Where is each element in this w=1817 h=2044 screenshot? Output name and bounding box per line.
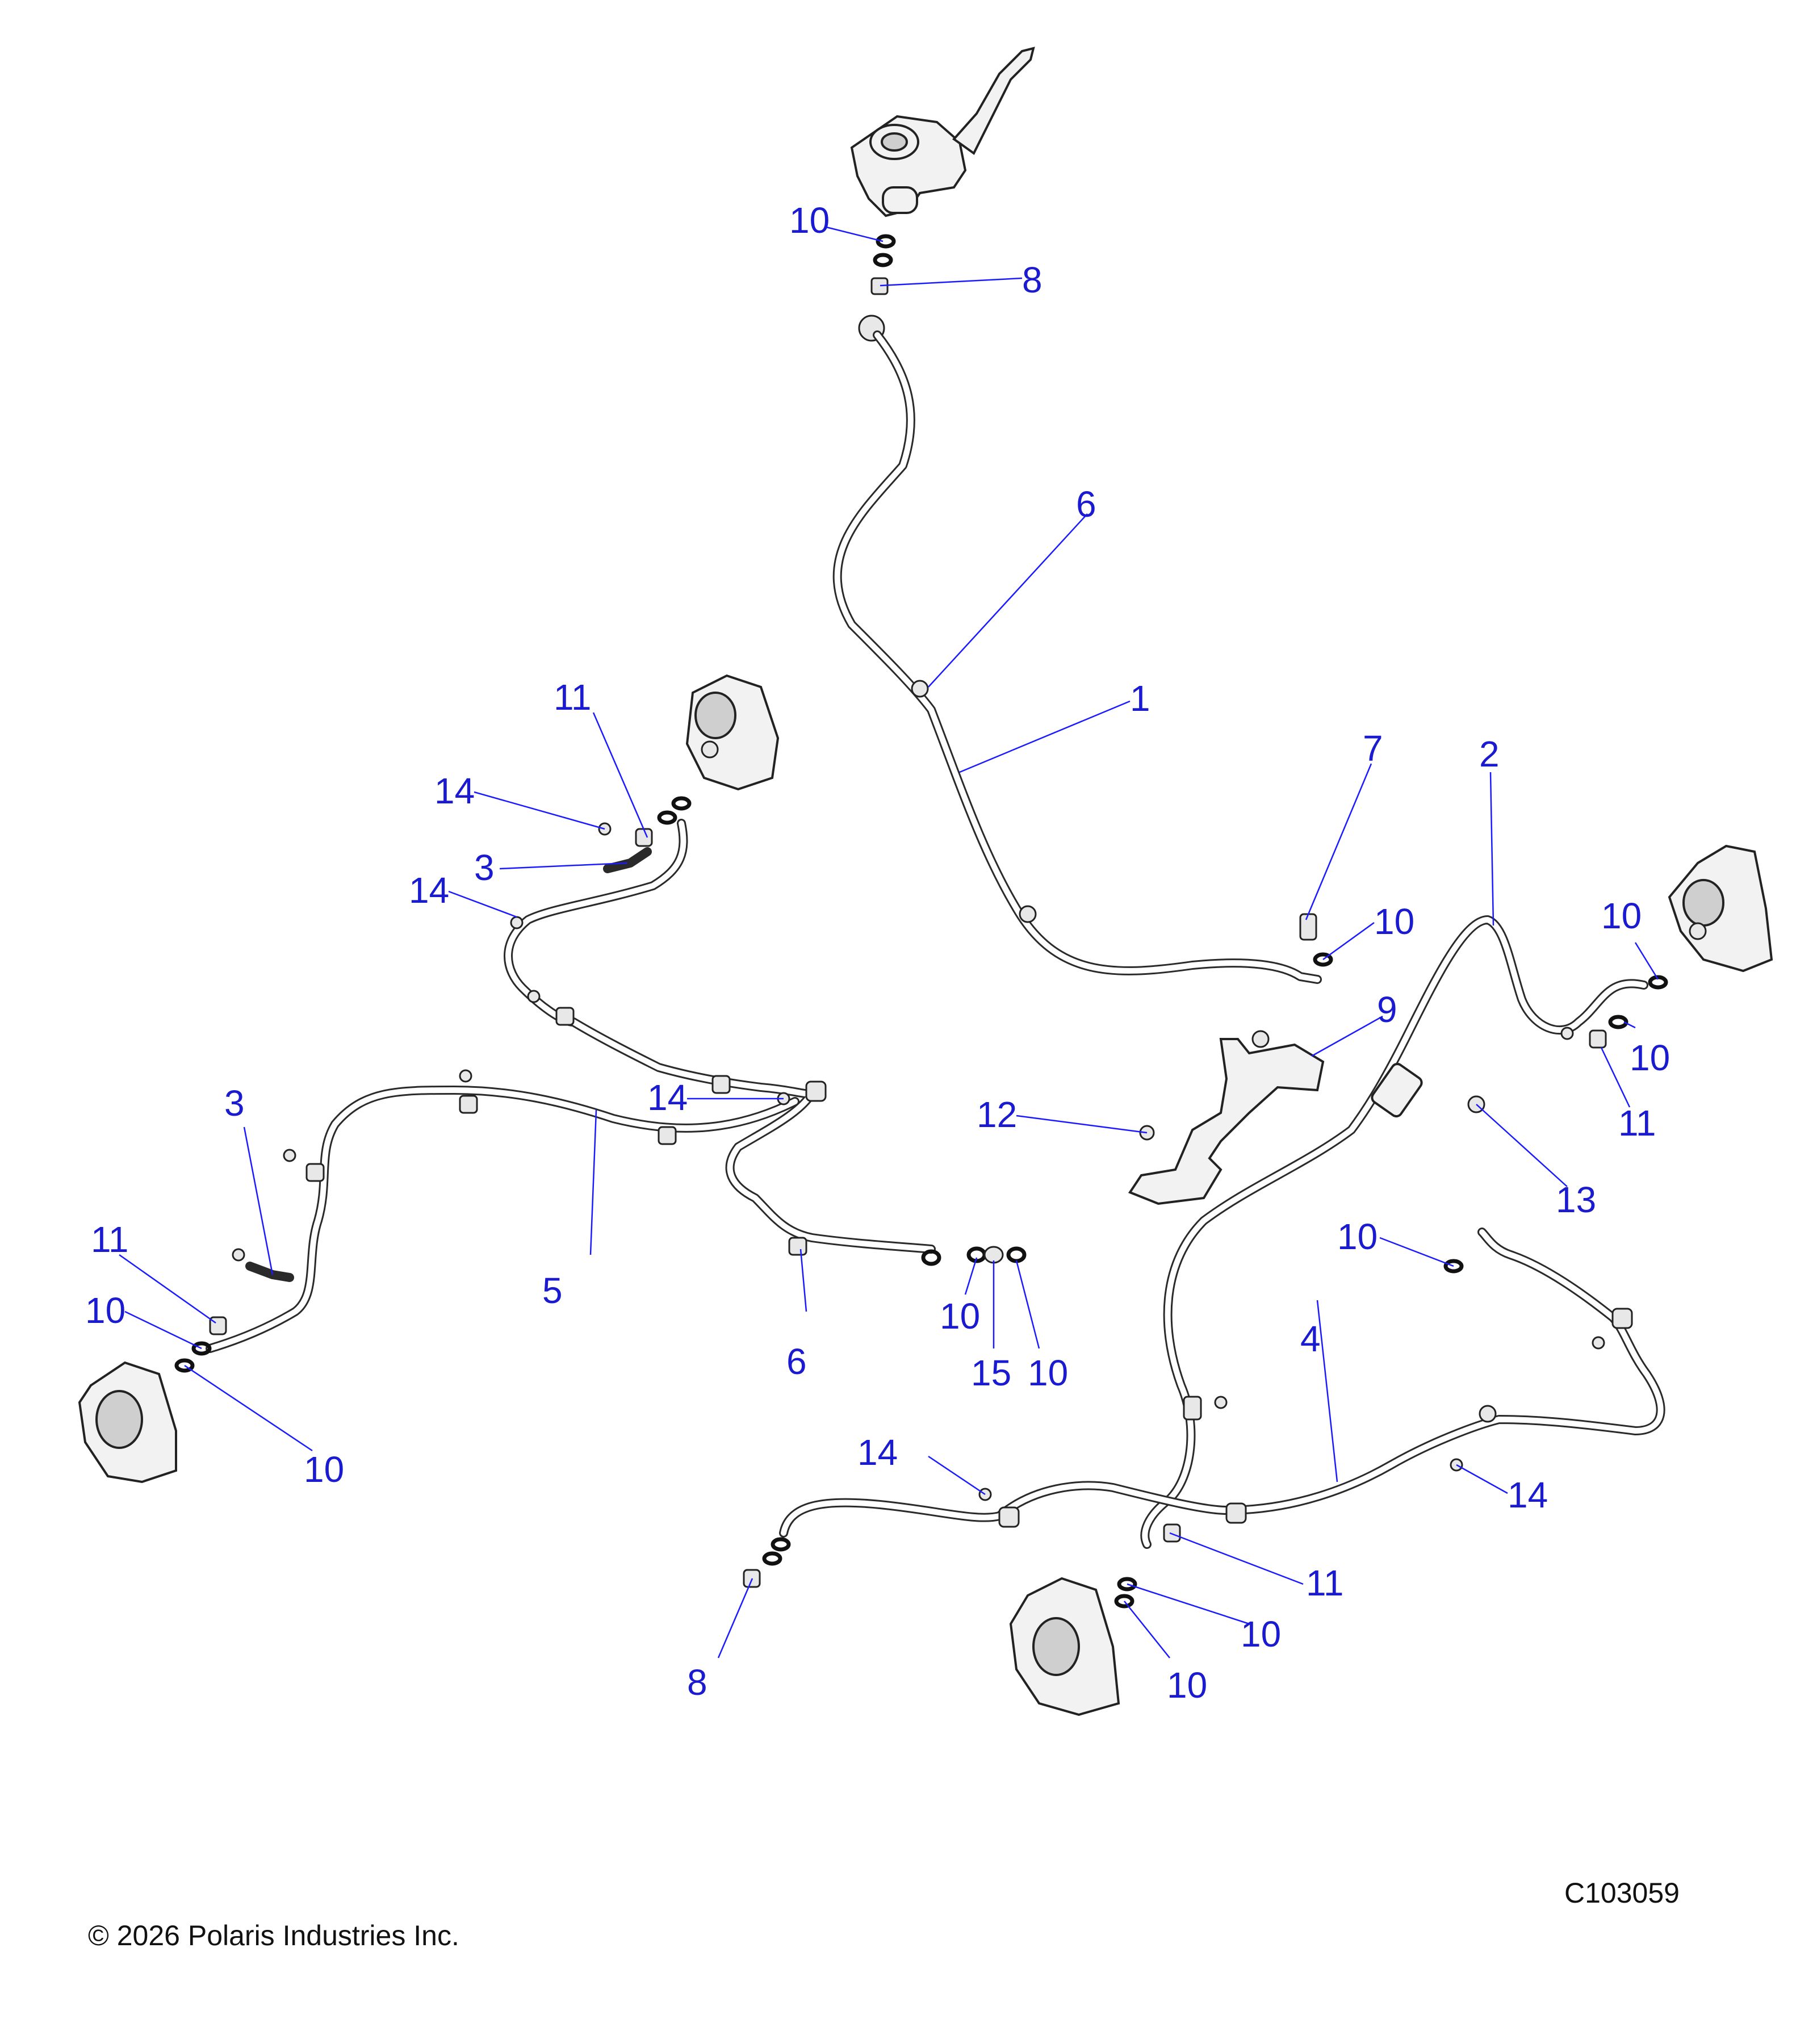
callout-10: 10: [85, 1290, 125, 1331]
washers-bottom-center: [1114, 1523, 1181, 1609]
fittings-bottom-left: [743, 1537, 791, 1588]
callout-10: 10: [1167, 1665, 1207, 1706]
washers-right: [1560, 975, 1668, 1049]
callout-10: 10: [789, 200, 830, 241]
callout-9: 9: [1377, 989, 1397, 1030]
callout-14: 14: [857, 1432, 898, 1473]
caliper-rear-left: [78, 1361, 177, 1484]
callout-10: 10: [1374, 901, 1414, 942]
callout-8: 8: [687, 1662, 707, 1703]
master-cylinder: [850, 47, 1035, 217]
callout-1: 1: [1130, 678, 1150, 719]
callout-14: 14: [434, 770, 475, 811]
callout-11: 11: [91, 1219, 128, 1260]
callout-4: 4: [1300, 1318, 1321, 1359]
callout-10: 10: [304, 1449, 344, 1490]
callout-2: 2: [1479, 734, 1500, 774]
callout-10: 10: [1630, 1037, 1670, 1078]
callout-10: 10: [1601, 895, 1642, 936]
banjo-bolt-top: [858, 277, 889, 342]
callout-10: 10: [940, 1296, 980, 1337]
callout-numbers: 10 8 6 1 7 10 2 10 10 11 9 12 13 11 14 3…: [85, 200, 1670, 1706]
leader-lines: [119, 226, 1659, 1658]
clip-3-top: [603, 847, 652, 873]
callout-13: 13: [1556, 1179, 1596, 1220]
brake-line-5-and-6: [206, 819, 936, 1353]
washers-15: [921, 1246, 1027, 1266]
callout-14: 14: [647, 1077, 688, 1118]
caliper-left-front: [685, 674, 780, 791]
callout-12: 12: [977, 1094, 1017, 1135]
callout-11: 11: [1306, 1563, 1343, 1603]
washer-top: [873, 234, 896, 267]
callout-15: 15: [971, 1352, 1011, 1393]
figure-code: C103059: [1564, 1877, 1680, 1909]
copyright-text: © 2026 Polaris Industries Inc.: [88, 1920, 459, 1951]
bracket-9: [1128, 1030, 1325, 1205]
callout-10: 10: [1028, 1352, 1068, 1393]
callout-3: 3: [224, 1083, 245, 1124]
callout-11: 11: [1618, 1103, 1656, 1144]
callout-5: 5: [542, 1270, 563, 1311]
callout-6: 6: [1076, 484, 1096, 525]
clip-3-left: [245, 1262, 294, 1282]
brake-line-2: [1140, 915, 1648, 1549]
caliper-right-front: [1668, 844, 1773, 973]
callout-14: 14: [1508, 1475, 1548, 1515]
callout-11: 11: [554, 677, 591, 718]
callout-3: 3: [474, 847, 495, 888]
callout-10: 10: [1337, 1216, 1378, 1257]
brake-line-1: [832, 330, 1322, 984]
caliper-rear-right: [1009, 1577, 1120, 1716]
callout-6: 6: [786, 1341, 807, 1382]
brake-line-4: [779, 1228, 1665, 1538]
callout-7: 7: [1363, 728, 1383, 769]
callout-10: 10: [1241, 1614, 1281, 1655]
fasteners-left: [232, 822, 790, 1262]
callout-8: 8: [1022, 259, 1043, 300]
fasteners-bottom-right: [978, 1259, 1605, 1501]
callout-14: 14: [409, 870, 449, 911]
